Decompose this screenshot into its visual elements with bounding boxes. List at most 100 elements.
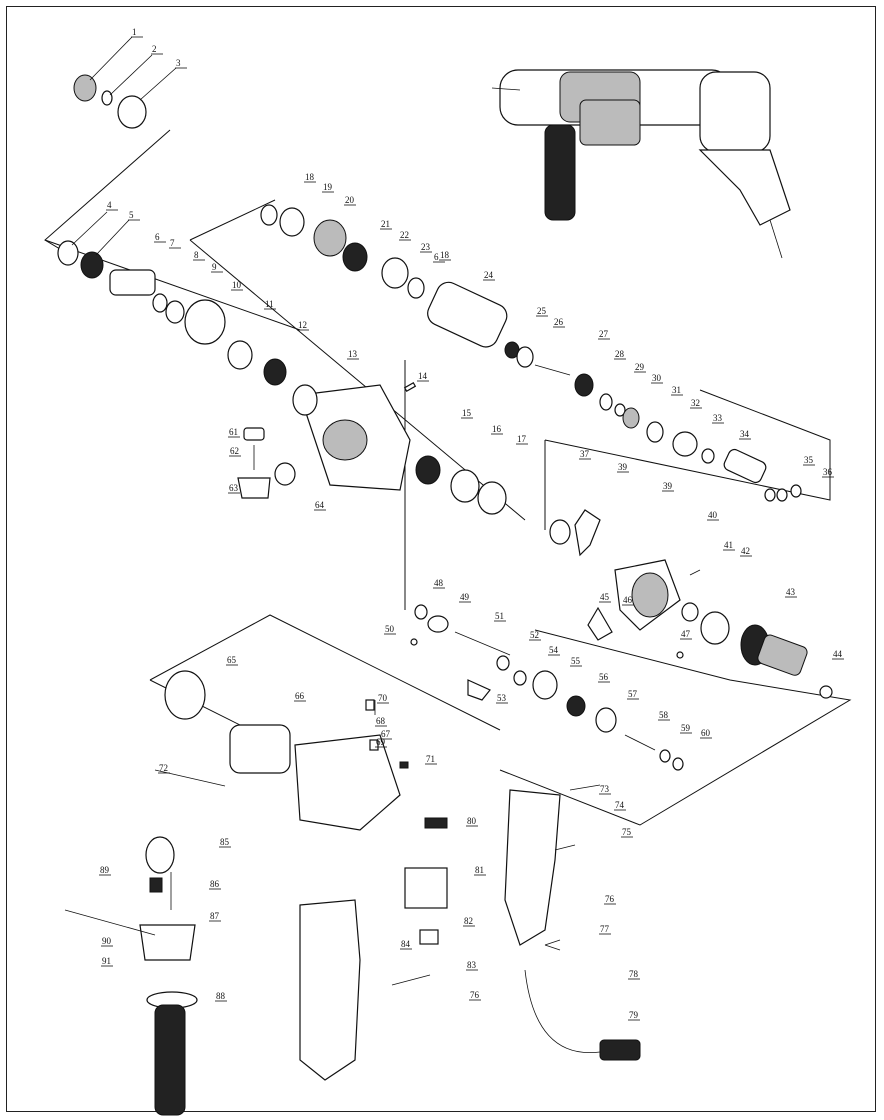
part-label: 54 — [549, 645, 559, 655]
group-outlines — [44, 129, 852, 826]
part-label: 76 — [470, 990, 480, 1000]
part-label: 53 — [497, 693, 507, 703]
part-label: 74 — [615, 800, 625, 810]
part-label: 66 — [295, 691, 305, 701]
part-label: 24 — [484, 270, 494, 280]
part-label: 13 — [348, 349, 358, 359]
part-label: 40 — [708, 510, 718, 520]
part-label: 49 — [460, 592, 470, 602]
part-label: 71 — [426, 754, 435, 764]
shaft-group — [410, 604, 684, 771]
part-label: 8 — [194, 250, 199, 260]
part-label: 61 — [229, 427, 238, 437]
part-label: 17 — [517, 434, 527, 444]
part-label: 10 — [232, 280, 242, 290]
part-label: 76 — [605, 894, 615, 904]
part-label: 11 — [265, 299, 274, 309]
part-label: 78 — [629, 969, 639, 979]
part-label: 16 — [492, 424, 502, 434]
armature — [740, 624, 833, 699]
part-label: 58 — [659, 710, 669, 720]
part-label: 60 — [701, 728, 711, 738]
part-label: 48 — [434, 578, 444, 588]
part-label: 67 — [381, 729, 391, 739]
part-label: 14 — [418, 371, 428, 381]
part-label: 34 — [740, 429, 750, 439]
part-label: 18 — [440, 250, 450, 260]
part-label: 59 — [681, 723, 691, 733]
part-label: 84 — [401, 939, 411, 949]
part-label: 3 — [176, 58, 181, 68]
part-label: 73 — [600, 784, 610, 794]
leader-lines — [71, 36, 177, 256]
part-label: 2 — [152, 44, 157, 54]
part-label: 64 — [315, 500, 325, 510]
part-label: 21 — [381, 219, 390, 229]
part-label: 39 — [663, 481, 673, 491]
part-label: 50 — [385, 624, 395, 634]
part-label: 36 — [823, 467, 833, 477]
rear-handle — [504, 784, 641, 1061]
switch-group — [299, 817, 448, 1081]
gear-housing — [292, 384, 411, 491]
part-label: 41 — [724, 540, 733, 550]
part-label: 89 — [100, 865, 110, 875]
part-label: 57 — [628, 689, 638, 699]
part-label: 79 — [629, 1010, 639, 1020]
part-label: 55 — [571, 656, 581, 666]
assembled-drill-illustration — [491, 69, 791, 259]
part-label: 29 — [635, 362, 645, 372]
part-label: 4 — [107, 200, 112, 210]
part-label: 62 — [230, 446, 239, 456]
part-label: 44 — [833, 649, 843, 659]
part-label: 77 — [600, 924, 610, 934]
part-label: 88 — [216, 991, 226, 1001]
part-label: 45 — [600, 592, 610, 602]
part-label: 52 — [530, 630, 539, 640]
part-label: 69 — [376, 737, 386, 747]
part-label: 19 — [323, 182, 333, 192]
part-label: 20 — [345, 195, 355, 205]
part-label: 51 — [495, 611, 504, 621]
part-label: 72 — [159, 763, 168, 773]
part-label: 25 — [537, 306, 547, 316]
part-label: 83 — [467, 960, 477, 970]
part-label: 63 — [229, 483, 239, 493]
part-label: 5 — [129, 210, 134, 220]
part-label: 15 — [462, 408, 472, 418]
part-label: 28 — [615, 349, 625, 359]
part-label: 87 — [210, 911, 220, 921]
part-label: 75 — [622, 827, 632, 837]
part-label: 7 — [170, 238, 175, 248]
part-label: 35 — [804, 455, 814, 465]
part-labels: 1234567891011121314151617181920212223186… — [99, 27, 844, 1021]
part-label: 1 — [132, 27, 137, 37]
part-label: 6 — [155, 232, 160, 242]
motor-group — [154, 670, 409, 831]
part-label: 43 — [786, 587, 796, 597]
part-label: 37 — [580, 449, 590, 459]
part-label: 82 — [464, 916, 473, 926]
front-parts — [57, 74, 287, 386]
part-label: 23 — [421, 242, 431, 252]
part-label: 30 — [652, 373, 662, 383]
part-label: 85 — [220, 837, 230, 847]
part-label: 80 — [467, 816, 477, 826]
housing-rings — [415, 455, 507, 515]
part-label: 42 — [741, 546, 750, 556]
cylinder-group — [260, 204, 802, 502]
side-handle-group — [64, 836, 198, 1116]
part-label: 18 — [305, 172, 315, 182]
part-label: 6 — [434, 252, 439, 262]
part-label: 70 — [378, 693, 388, 703]
part-label: 33 — [713, 413, 723, 423]
gearbox-group — [549, 509, 730, 659]
part-label: 22 — [400, 230, 409, 240]
part-label: 39 — [618, 462, 628, 472]
part-label: 81 — [475, 865, 484, 875]
part-label: 26 — [554, 317, 564, 327]
part-label: 46 — [623, 595, 633, 605]
part-label: 91 — [102, 956, 111, 966]
part-label: 68 — [376, 716, 386, 726]
